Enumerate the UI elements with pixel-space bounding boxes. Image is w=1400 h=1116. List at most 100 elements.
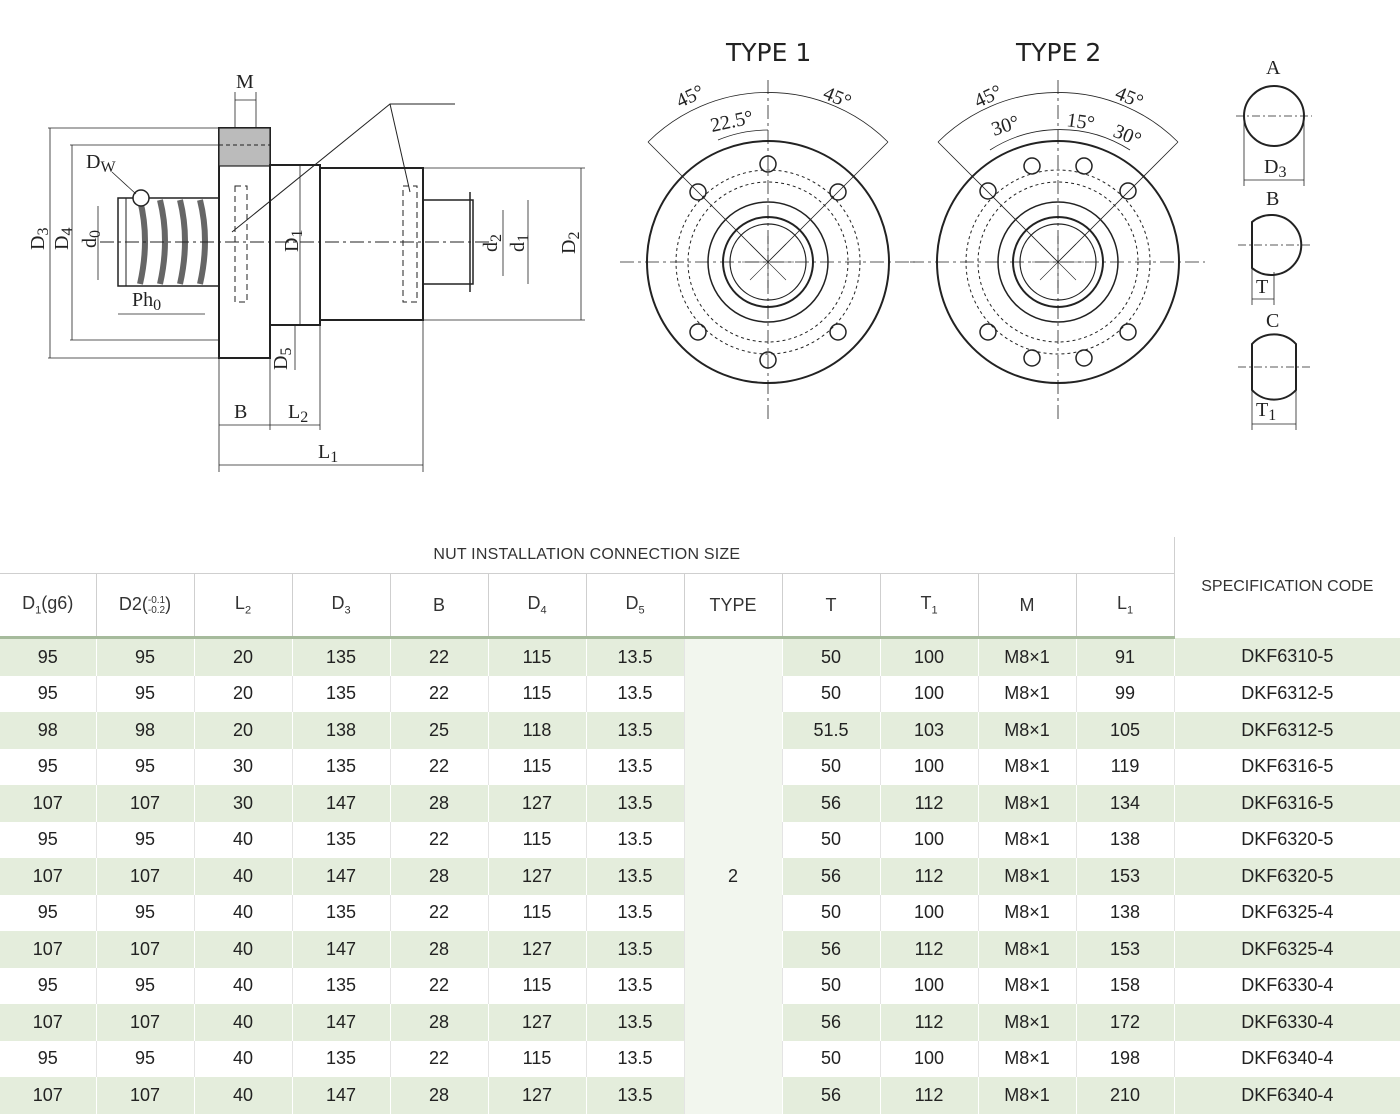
label-M: M: [236, 71, 254, 93]
table-cell: 135: [291, 675, 390, 712]
label-Ph0: Ph0: [132, 289, 161, 314]
table-cell: 28: [389, 1004, 488, 1041]
table-cell: DKF6330-4: [1173, 1004, 1400, 1041]
table-cell: 50: [781, 748, 880, 785]
type2-angle-inner-right: 30°: [1110, 120, 1144, 151]
table-group-title: NUT INSTALLATION CONNECTION SIZE: [433, 546, 741, 563]
table-cell: 56: [781, 785, 880, 822]
table-cell: M8×1: [977, 894, 1076, 931]
shape-views: A D3 B T C T1: [1236, 57, 1312, 430]
shape-A-D3: D3: [1264, 156, 1286, 181]
table-cell: 95: [95, 894, 194, 931]
spec-code-header: SPECIFICATION CODE: [1173, 537, 1400, 638]
label-D3: D3: [27, 228, 52, 250]
type2-angle-inner-mid: 15°: [1065, 109, 1096, 135]
table-cell: 22: [389, 821, 488, 858]
table-cell: 20: [193, 637, 292, 676]
table-cell: DKF6320-5: [1173, 821, 1400, 858]
table-cell: 95: [0, 894, 96, 931]
label-L2: L2: [288, 401, 308, 426]
table-cell: 95: [0, 967, 96, 1004]
table-cell: 138: [291, 712, 390, 749]
table-cell: 13.5: [585, 1040, 684, 1077]
table-cell: 22: [389, 967, 488, 1004]
table-cell: 22: [389, 675, 488, 712]
table-cell: 13.5: [585, 785, 684, 822]
column-header-9: T1: [879, 573, 978, 639]
table-cell: 107: [95, 1004, 194, 1041]
table-cell: M8×1: [977, 858, 1076, 895]
table-cell: 13.5: [585, 637, 684, 676]
table-cell: 95: [0, 1040, 96, 1077]
table-cell: 40: [193, 931, 292, 968]
table-cell: 95: [95, 967, 194, 1004]
type1-angle-inner: 22.5°: [708, 106, 755, 136]
table-cell: 134: [1075, 785, 1175, 822]
table-cell: M8×1: [977, 931, 1076, 968]
table-cell: 13.5: [585, 1077, 684, 1114]
label-d0: d0: [79, 230, 104, 248]
table-cell: 100: [879, 967, 978, 1004]
table-cell: 22: [389, 1040, 488, 1077]
table-cell: 25: [389, 712, 488, 749]
table-cell: 147: [291, 1004, 390, 1041]
table-cell: DKF6316-5: [1173, 748, 1400, 785]
table-cell: 50: [781, 1040, 880, 1077]
table-cell: 40: [193, 967, 292, 1004]
table-cell: 135: [291, 748, 390, 785]
table-cell: 13.5: [585, 821, 684, 858]
table-cell: 13.5: [585, 858, 684, 895]
table-cell: 100: [879, 894, 978, 931]
type1-view: TYPE 1 45° 45° 22.5°: [620, 38, 915, 420]
table-cell: 28: [389, 858, 488, 895]
table-cell: 95: [95, 637, 194, 676]
type1-angle-right: 45°: [820, 82, 854, 113]
table-cell: 100: [879, 637, 978, 676]
table-cell: 153: [1075, 858, 1175, 895]
table-cell: 158: [1075, 967, 1175, 1004]
table-cell: 95: [95, 748, 194, 785]
table-cell: 172: [1075, 1004, 1175, 1041]
table-cell: 115: [487, 821, 586, 858]
table-cell: 13.5: [585, 1004, 684, 1041]
table-cell: 115: [487, 967, 586, 1004]
table-cell: 112: [879, 785, 978, 822]
table-cell: M8×1: [977, 712, 1076, 749]
table-cell: 112: [879, 931, 978, 968]
table-cell: DKF6312-5: [1173, 712, 1400, 749]
column-header-6: D5: [585, 573, 684, 639]
table-cell: 127: [487, 1004, 586, 1041]
table-cell: 99: [1075, 675, 1175, 712]
type2-angle-right: 45°: [1112, 82, 1146, 113]
table-cell: 95: [0, 748, 96, 785]
table-cell: 135: [291, 821, 390, 858]
table-cell: 115: [487, 748, 586, 785]
table-cell: 115: [487, 894, 586, 931]
label-D5: D5: [270, 348, 295, 370]
table-cell: 13.5: [585, 748, 684, 785]
table-cell: M8×1: [977, 1004, 1076, 1041]
table-cell: DKF6320-5: [1173, 858, 1400, 895]
table-cell: M8×1: [977, 785, 1076, 822]
type1-angle-left: 45°: [673, 81, 708, 113]
side-view: D3 D4 d0 DW M D1 d2 d1 D2 Ph0 D5: [27, 71, 585, 472]
table-cell: 115: [487, 637, 586, 676]
table-cell: 153: [1075, 931, 1175, 968]
label-D4: D4: [51, 228, 76, 250]
column-header-3: D3: [291, 573, 390, 639]
type2-angle-left: 45°: [971, 81, 1006, 113]
table-cell: DKF6325-4: [1173, 894, 1400, 931]
table-cell: DKF6340-4: [1173, 1077, 1400, 1114]
table-cell: 107: [0, 1004, 96, 1041]
